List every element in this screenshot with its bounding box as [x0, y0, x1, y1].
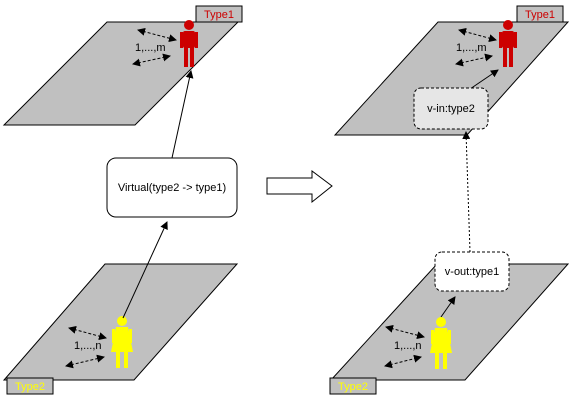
type-label: Type1 — [525, 9, 555, 21]
right-arrow-icon — [266, 170, 333, 204]
type1-tag: Type1 — [195, 5, 243, 23]
virtual-box: Virtual(type2 -> type1) — [106, 157, 238, 218]
type-label: Type2 — [338, 381, 368, 393]
connector-arrow — [469, 69, 499, 90]
person-female-icon — [111, 316, 133, 368]
dashed-double-arrow — [455, 53, 493, 67]
type-label: Type1 — [204, 9, 234, 21]
plane-shape — [329, 263, 570, 381]
range-label: 1,...,m — [456, 42, 487, 54]
v-in-label: v-in:type2 — [427, 103, 475, 115]
v-out-box: v-out:type1 — [434, 251, 510, 292]
range-label: 1,...,m — [135, 42, 166, 54]
virtual-box-label: Virtual(type2 -> type1) — [118, 182, 226, 194]
left-top-plane: Type1 1,...,m — [2, 5, 243, 126]
left-bottom-plane: Type2 1,...,n — [2, 263, 239, 395]
range-label: 1,...,n — [394, 340, 422, 352]
type2-tag: Type2 — [329, 377, 377, 395]
type1-tag: Type1 — [516, 5, 564, 23]
dashed-double-arrow — [65, 354, 105, 369]
dashed-double-arrow — [132, 53, 171, 67]
v-out-label: v-out:type1 — [445, 266, 499, 278]
person-male-icon — [180, 20, 198, 67]
plane-shape — [2, 21, 240, 126]
dashed-double-arrow — [458, 27, 497, 43]
connector-arrow — [122, 221, 168, 319]
v-in-box: v-in:type2 — [413, 87, 489, 130]
dashed-double-arrow — [137, 27, 177, 43]
dashed-double-arrow — [384, 354, 422, 369]
connector-arrow — [440, 296, 456, 318]
connector-arrow — [171, 70, 194, 159]
dashed-double-arrow — [68, 325, 107, 341]
dashed-double-arrow — [385, 324, 425, 340]
person-male-icon — [499, 20, 517, 67]
type2-tag: Type2 — [6, 377, 54, 395]
person-female-icon — [430, 317, 452, 369]
dotted-link-arrow — [462, 131, 471, 253]
right-bottom-plane: Type2 v-out:type1 1,...,n — [329, 251, 570, 395]
type-label: Type2 — [15, 381, 45, 393]
range-label: 1,...,n — [74, 340, 102, 352]
